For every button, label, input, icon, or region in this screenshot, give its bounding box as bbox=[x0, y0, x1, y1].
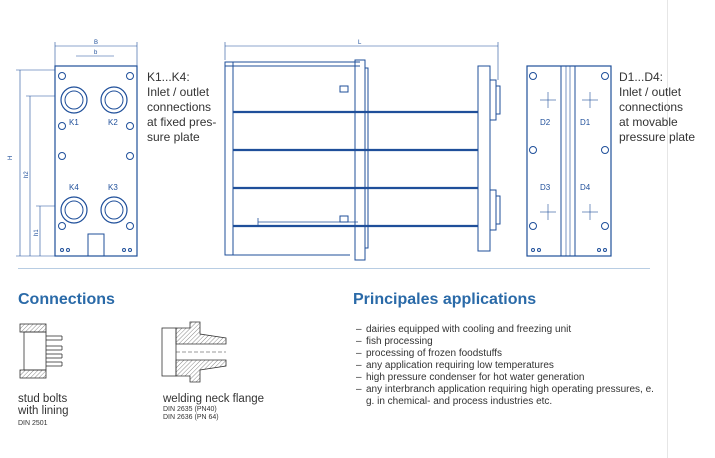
welding-neck-flange-label: welding neck flange bbox=[163, 393, 293, 405]
label-line: stud bolts bbox=[18, 393, 68, 405]
stud-bolts-label: stud bolts with lining bbox=[18, 393, 108, 417]
application-item: high pressure condenser for hot water ge… bbox=[356, 372, 656, 384]
dim-h1-label: h1 bbox=[34, 229, 40, 236]
movable-plate-caption: D1...D4: Inlet / outlet connections at m… bbox=[619, 70, 699, 145]
dim-L-label: L bbox=[358, 40, 362, 46]
dim-B-label: B bbox=[94, 40, 98, 46]
welding-neck-flange-standards: DIN 2635 (PN40) DIN 2636 (PN 64) bbox=[163, 406, 283, 422]
dim-h2-label: h2 bbox=[24, 171, 30, 178]
caption-line: at fixed pres- bbox=[147, 115, 217, 129]
section-divider bbox=[18, 268, 650, 269]
fixed-pressure-plate-view: B b H h2 h1 K1 K2 K4 K3 bbox=[8, 40, 138, 257]
application-item: any application requiring low temperatur… bbox=[356, 360, 656, 372]
application-item: processing of frozen foodstuffs bbox=[356, 348, 656, 360]
caption-line: pressure plate bbox=[619, 130, 696, 144]
port-label-D1: D1 bbox=[580, 118, 591, 127]
technical-drawing: B b H h2 h1 K1 K2 K4 K3 bbox=[8, 40, 612, 261]
caption-line: connections bbox=[147, 100, 212, 114]
dim-b-label: b bbox=[94, 50, 98, 56]
application-item: fish processing bbox=[356, 336, 656, 348]
dim-H-label: H bbox=[8, 156, 14, 160]
label-line: with lining bbox=[18, 405, 69, 417]
caption-line: D1...D4: bbox=[619, 70, 664, 84]
standard-line: DIN 2635 (PN40) bbox=[163, 406, 217, 413]
standard-line: DIN 2501 bbox=[18, 420, 48, 427]
applications-list: dairies equipped with cooling and freezi… bbox=[356, 324, 656, 408]
connections-heading: Connections bbox=[18, 291, 115, 308]
fixed-plate-caption: K1...K4: Inlet / outlet connections at f… bbox=[147, 70, 227, 145]
port-label-K1: K1 bbox=[69, 118, 79, 127]
port-label-K3: K3 bbox=[108, 183, 118, 192]
welding-neck-flange-figure bbox=[161, 321, 227, 383]
application-item: any interbranch application requiring hi… bbox=[356, 384, 656, 408]
caption-line: Inlet / outlet bbox=[619, 85, 682, 99]
port-label-D4: D4 bbox=[580, 183, 591, 192]
caption-line: sure plate bbox=[147, 130, 200, 144]
caption-line: K1...K4: bbox=[147, 70, 190, 84]
caption-line: connections bbox=[619, 100, 684, 114]
port-label-D2: D2 bbox=[540, 118, 551, 127]
port-label-K2: K2 bbox=[108, 118, 118, 127]
applications-heading: Principales applications bbox=[353, 291, 537, 308]
standard-line: DIN 2636 (PN 64) bbox=[163, 414, 219, 421]
stud-bolts-standard: DIN 2501 bbox=[18, 420, 48, 428]
caption-line: Inlet / outlet bbox=[147, 85, 210, 99]
port-label-K4: K4 bbox=[69, 183, 79, 192]
application-item: dairies equipped with cooling and freezi… bbox=[356, 324, 656, 336]
side-view: L bbox=[224, 40, 501, 261]
page-side-rule bbox=[667, 0, 668, 458]
label-line: welding neck flange bbox=[163, 393, 265, 405]
port-label-D3: D3 bbox=[540, 183, 551, 192]
caption-line: at movable bbox=[619, 115, 678, 129]
stud-bolts-figure bbox=[19, 323, 63, 379]
movable-pressure-plate-view: D2 D1 D3 D4 bbox=[526, 65, 612, 257]
